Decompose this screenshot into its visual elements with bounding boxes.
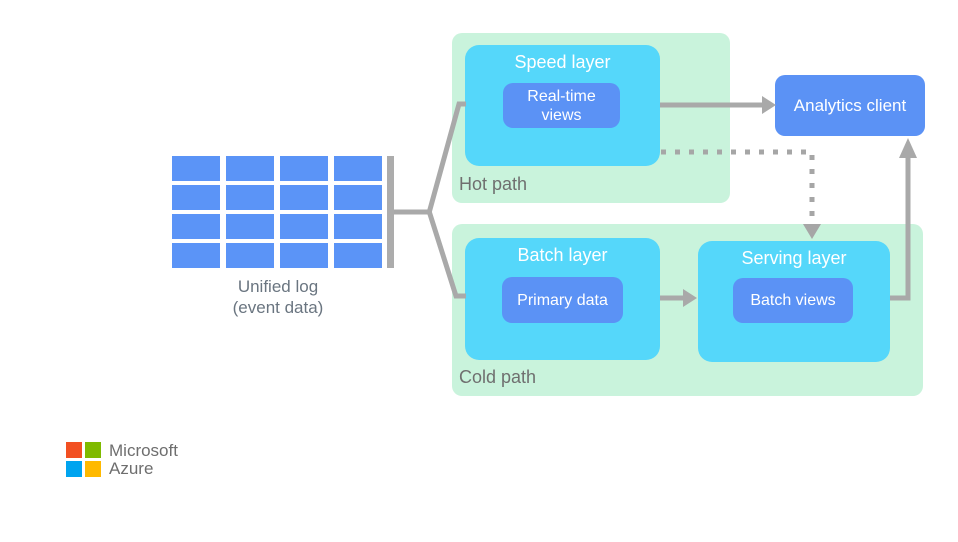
ms-square-red: [66, 442, 82, 458]
log-cell: [226, 214, 274, 239]
log-cell: [172, 185, 220, 210]
analytics-client-node: Analytics client: [775, 75, 925, 136]
microsoft-wordmark: Microsoft: [109, 441, 178, 460]
microsoft-logo-icon: [66, 442, 101, 477]
speed-layer-title: Speed layer: [514, 52, 611, 72]
ms-square-yellow: [85, 461, 101, 477]
primary-data-label: Primary data: [517, 291, 608, 309]
batch-layer-box: Batch layer Primary data: [465, 238, 660, 360]
log-cell: [334, 214, 382, 239]
log-cell: [172, 156, 220, 181]
log-cell: [334, 243, 382, 268]
microsoft-azure-logo: Microsoft Azure: [66, 442, 178, 477]
cold-path-label: Cold path: [459, 367, 537, 387]
batch-views-node: Batch views: [733, 278, 853, 323]
log-cell: [172, 243, 220, 268]
ms-square-blue: [66, 461, 82, 477]
primary-data-node: Primary data: [502, 277, 623, 323]
real-time-views-line2: views: [541, 106, 582, 124]
batch-views-label: Batch views: [750, 292, 836, 309]
log-cell: [226, 243, 274, 268]
unified-log-label-line1: Unified log: [237, 277, 319, 296]
serving-layer-title: Serving layer: [741, 248, 847, 268]
serving-layer-box: Serving layer Batch views: [698, 241, 890, 362]
serving-to-analytics-arrowhead-icon: [899, 138, 917, 158]
unified-log-label-line2: (event data): [232, 298, 324, 317]
hot-path-label: Hot path: [459, 174, 528, 194]
log-cell: [334, 156, 382, 181]
speed-to-analytics-arrowhead-icon: [762, 96, 776, 114]
unified-log-label: Unified log (event data): [172, 276, 384, 318]
log-cell: [334, 185, 382, 210]
analytics-client-label: Analytics client: [793, 95, 907, 115]
microsoft-azure-wordmark: Microsoft Azure: [109, 442, 178, 477]
log-cell: [280, 214, 328, 239]
speed-layer-box: Speed layer Real-time views: [465, 45, 660, 166]
log-cell: [226, 185, 274, 210]
unified-log-grid: [172, 156, 382, 268]
ms-square-green: [85, 442, 101, 458]
log-cell: [280, 243, 328, 268]
real-time-views-line1: Real-time: [527, 87, 596, 105]
unified-log-end-bar: [387, 156, 394, 268]
real-time-views-node: Real-time views: [503, 83, 620, 128]
log-cell: [172, 214, 220, 239]
azure-wordmark: Azure: [109, 458, 154, 478]
batch-layer-title: Batch layer: [517, 245, 608, 265]
log-cell: [280, 185, 328, 210]
log-cell: [280, 156, 328, 181]
log-cell: [226, 156, 274, 181]
